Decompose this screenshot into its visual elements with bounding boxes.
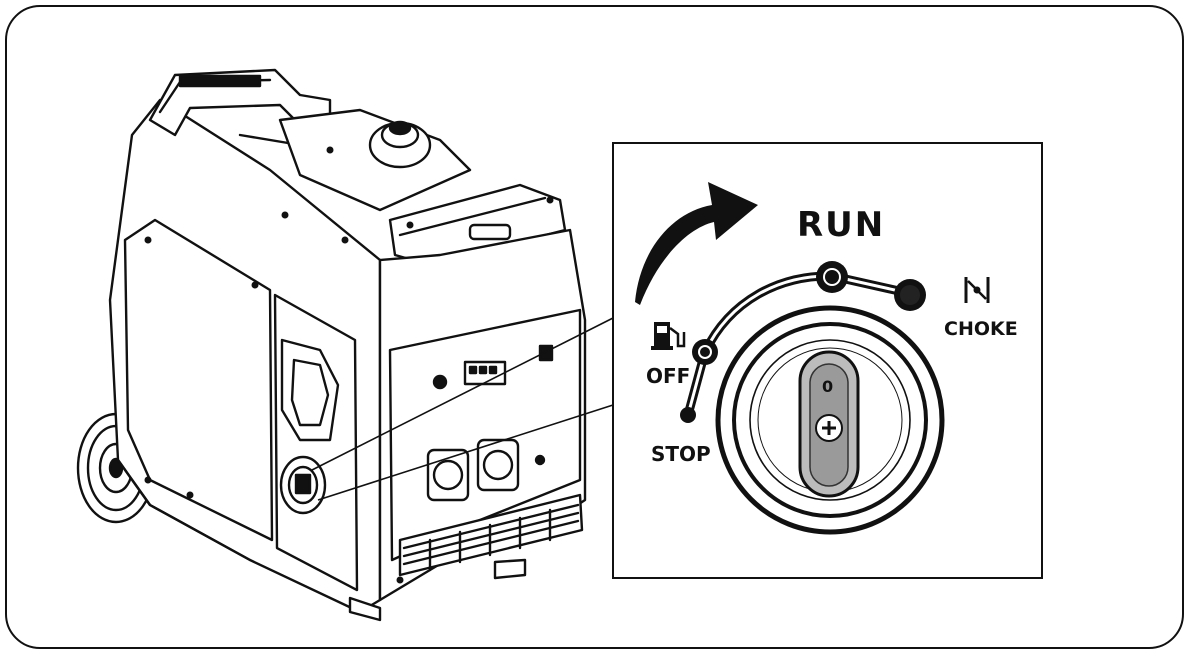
position-dots	[680, 261, 926, 423]
rotation-arrow-icon	[635, 182, 758, 305]
vent-grille	[398, 493, 584, 577]
generator-illustration	[76, 68, 587, 622]
selector-lever	[798, 350, 860, 498]
stop-dot	[680, 407, 696, 423]
ac-outlets	[426, 438, 546, 502]
choke-symbol-icon	[964, 277, 990, 303]
fuel-pump-icon	[651, 322, 686, 350]
choke-label: CHOKE	[944, 318, 1018, 340]
selector-mark: 0	[822, 377, 833, 396]
off-label: OFF	[646, 364, 690, 388]
stop-label: STOP	[651, 442, 711, 466]
run-label: RUN	[797, 205, 885, 245]
zoom-leader-lines	[311, 317, 614, 501]
